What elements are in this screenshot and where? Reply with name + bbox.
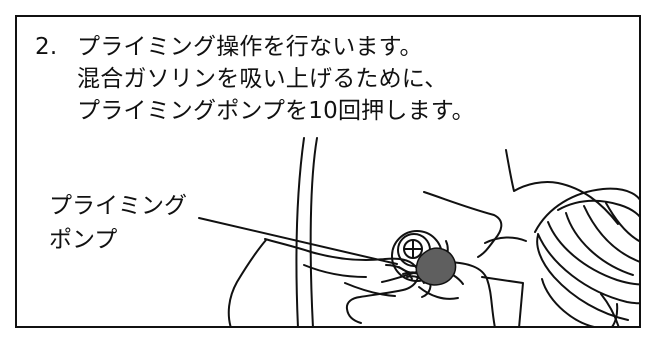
thumb-outline (264, 238, 420, 324)
left-housing-edge (295, 137, 305, 326)
instruction-line-1: 2. プライミング操作を行ないます。 (35, 31, 635, 63)
pump-bracket (398, 240, 449, 275)
thumb-inner-curve (303, 264, 367, 278)
instruction-panel: 2. プライミング操作を行ないます。 混合ガソリンを吸い上げるために、 プライミン… (15, 15, 641, 328)
hand-lower-curve (227, 239, 267, 326)
callout-line-1: プライミング (49, 193, 187, 219)
pump-center-ring (403, 239, 423, 259)
lower-housing-curve (448, 261, 496, 326)
right-housing-panel (423, 191, 503, 258)
finger-outline (385, 264, 413, 280)
pump-bracket-lower (418, 286, 459, 300)
pump-inner-ring (397, 233, 431, 267)
base-curve (381, 263, 442, 283)
left-inner-housing-edge (309, 137, 318, 326)
priming-pump-callout: プライミング ポンプ (49, 189, 187, 257)
pump-outer-ring (391, 230, 443, 282)
finger-nail (406, 275, 425, 284)
instruction-line-3: プライミングポンプを10回押します。 (77, 98, 475, 124)
rear-housing-outline (505, 149, 619, 225)
lower-hand-cuff (344, 282, 396, 297)
right-lower-edge (600, 293, 620, 326)
priming-pump-dome (415, 247, 457, 286)
upper-edge-detail (484, 236, 527, 244)
callout-line-2: ポンプ (49, 227, 118, 253)
finger-tip (402, 271, 432, 298)
callout-leader-line (198, 217, 398, 265)
step-number: 2. (35, 34, 58, 60)
housing-stem (481, 276, 524, 326)
instruction-line-2: 混合ガソリンを吸い上げるために、 (77, 66, 448, 92)
pump-bracket-right (438, 268, 464, 285)
step-title: プライミング操作を行ないます。 (77, 34, 423, 60)
fuel-cap (534, 187, 639, 326)
instruction-text: 2. プライミング操作を行ないます。 混合ガソリンを吸い上げるために、 プライミン… (35, 31, 635, 127)
